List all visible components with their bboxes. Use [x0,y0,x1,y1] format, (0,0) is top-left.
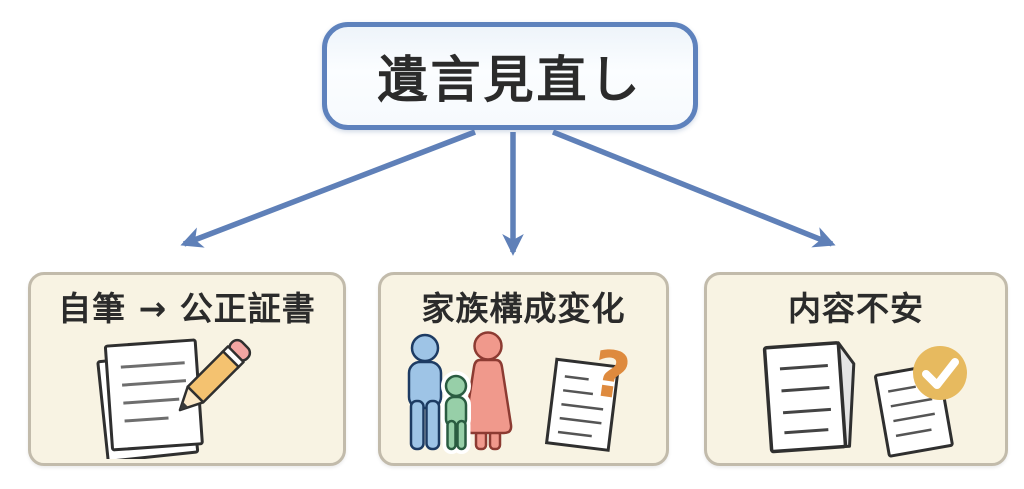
root-node-label: 遺言見直し [377,51,643,109]
person-icon-child [444,374,467,451]
person-icon-mother [463,331,512,451]
documents-check-icon [707,327,1005,463]
arrow-to-card-3 [551,129,836,248]
card-label: 家族構成変化 [421,289,626,328]
card-handwritten-to-notarized: 自筆 → 公正証書 [28,272,346,466]
paper-sheet [103,338,204,452]
document-pencil-icon [31,327,343,463]
card-label: 内容不安 [788,289,924,328]
card-label: 自筆 → 公正証書 [58,289,316,328]
pencil-icon [178,339,252,412]
family-question-graphic: ? [407,331,634,455]
arrow-to-card-1 [180,129,476,248]
document-pencil-graphic [96,338,252,460]
check-icon [913,346,967,401]
family-question-document-icon: ? [381,327,666,463]
root-node-will-review: 遺言見直し [322,22,698,130]
person-icon-father [407,333,442,451]
question-mark: ? [587,337,634,415]
documents-check-graphic [762,341,967,458]
question-document [544,357,620,453]
card-content-concern: 内容不安 [704,272,1008,466]
document-with-fold [762,341,856,454]
card-family-structure-change: 家族構成変化 [378,272,669,466]
